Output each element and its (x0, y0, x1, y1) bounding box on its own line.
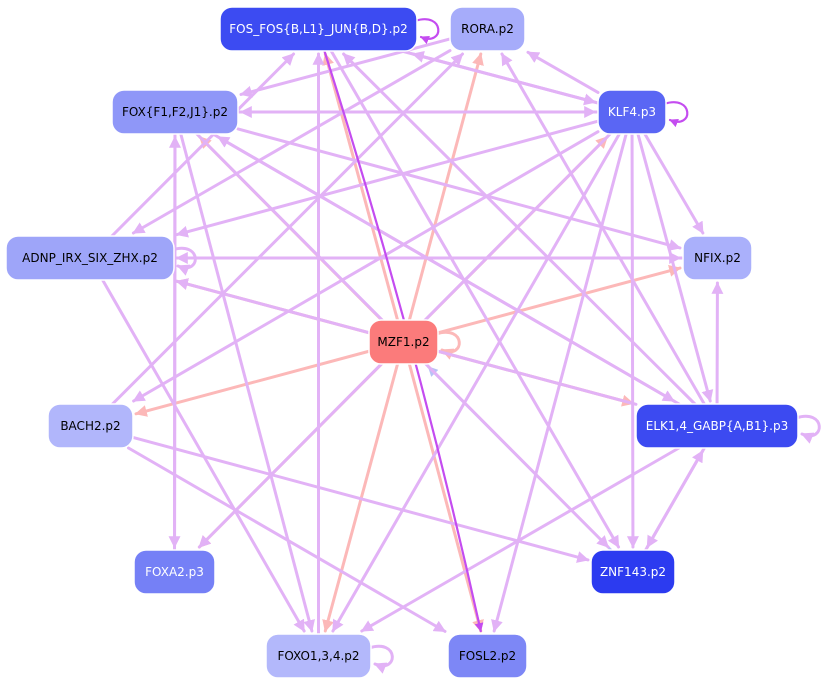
edge-adnp-to-fos (110, 52, 296, 238)
node-box-foxo[interactable] (265, 633, 372, 679)
node-box-fox[interactable] (111, 89, 239, 135)
node-label-fos: FOS_FOS{B,L1}_JUN{B,D}.p2 (229, 22, 408, 36)
edge-bach2-to-fosl2 (126, 446, 447, 633)
node-fox[interactable]: FOX{F1,F2,J1}.p2 (111, 89, 239, 135)
node-fosl2[interactable]: FOSL2.p2 (447, 633, 528, 679)
edge-elk-to-elk (794, 414, 821, 444)
edge-fox-to-foxo (179, 132, 315, 633)
edge-klf4-to-foxo (331, 132, 621, 633)
node-label-adnp: ADNP_IRX_SIX_ZHX.p2 (22, 251, 158, 265)
node-label-foxa2: FOXA2.p3 (145, 565, 204, 579)
edge-layer (101, 18, 821, 674)
node-box-klf4[interactable] (597, 89, 667, 135)
node-box-nfix[interactable] (682, 235, 753, 281)
node-label-nfix: NFIX.p2 (694, 251, 741, 265)
node-foxa2[interactable]: FOXA2.p3 (133, 549, 216, 595)
edge-klf4-to-rora (526, 50, 600, 94)
node-fos[interactable]: FOS_FOS{B,L1}_JUN{B,D}.p2 (219, 6, 418, 52)
node-layer: FOS_FOS{B,L1}_JUN{B,D}.p2 RORA.p2FOX{F1,F… (5, 6, 799, 679)
edge-fos-to-fos (413, 18, 440, 45)
node-box-rora[interactable] (449, 6, 526, 52)
edge-klf4-to-bach2 (132, 130, 600, 403)
node-box-adnp[interactable] (5, 235, 175, 281)
edge-mzf1-to-mzf1 (434, 330, 461, 360)
edge-klf4-to-nfix (643, 132, 705, 235)
node-label-foxo: FOXO1,3,4.p2 (277, 649, 359, 663)
node-box-mzf1[interactable] (368, 319, 439, 365)
edge-klf4-to-adnp (175, 119, 600, 238)
edge-elk-to-foxo (360, 446, 681, 633)
node-box-elk[interactable] (635, 403, 799, 449)
edge-rora-to-fox (239, 37, 452, 98)
node-label-znf143: ZNF143.p2 (600, 565, 666, 579)
node-label-fosl2: FOSL2.p2 (459, 649, 516, 663)
node-label-bach2: BACH2.p2 (60, 419, 120, 433)
node-label-fox: FOX{F1,F2,J1}.p2 (122, 105, 228, 119)
node-elk[interactable]: ELK1,4_GABP{A,B1}.p3 (635, 403, 799, 449)
edge-foxo-to-foxo (367, 644, 394, 674)
edge-znf143-to-elk (644, 449, 705, 552)
node-label-mzf1: MZF1.p2 (377, 335, 429, 349)
node-label-elk: ELK1,4_GABP{A,B1}.p3 (646, 419, 788, 433)
node-mzf1[interactable]: MZF1.p2 (368, 319, 439, 365)
edge-mzf1-to-fos (322, 52, 400, 322)
node-znf143[interactable]: ZNF143.p2 (590, 549, 676, 595)
edge-klf4-to-klf4 (662, 101, 689, 128)
node-nfix[interactable]: NFIX.p2 (682, 235, 753, 281)
edge-elk-to-fox (216, 135, 681, 406)
node-rora[interactable]: RORA.p2 (449, 6, 526, 52)
edge-fox-to-nfix (236, 127, 682, 251)
edge-rora-to-adnp (131, 49, 452, 235)
node-adnp[interactable]: ADNP_IRX_SIX_ZHX.p2 (5, 235, 175, 281)
edge-mzf1-to-nfix (436, 265, 682, 335)
node-box-foxa2[interactable] (133, 549, 216, 595)
node-label-rora: RORA.p2 (461, 22, 514, 36)
node-label-klf4: KLF4.p3 (608, 105, 656, 119)
edge-mzf1-to-fosl2 (407, 362, 484, 633)
node-foxo[interactable]: FOXO1,3,4.p2 (265, 633, 372, 679)
edge-elk-to-fos (342, 52, 697, 406)
edge-klf4-to-fos (411, 50, 600, 105)
node-box-fosl2[interactable] (447, 633, 528, 679)
node-box-bach2[interactable] (47, 403, 134, 449)
edge-bach2-to-znf143 (131, 435, 590, 563)
node-box-znf143[interactable] (590, 549, 676, 595)
edge-klf4-to-elk (636, 132, 714, 403)
edge-fos-to-znf143 (329, 49, 621, 549)
node-bach2[interactable]: BACH2.p2 (47, 403, 134, 449)
node-box-fos[interactable] (219, 6, 418, 52)
edge-elk-to-rora (500, 52, 706, 406)
node-klf4[interactable]: KLF4.p3 (597, 89, 667, 135)
edge-mzf1-to-rora (407, 52, 484, 322)
